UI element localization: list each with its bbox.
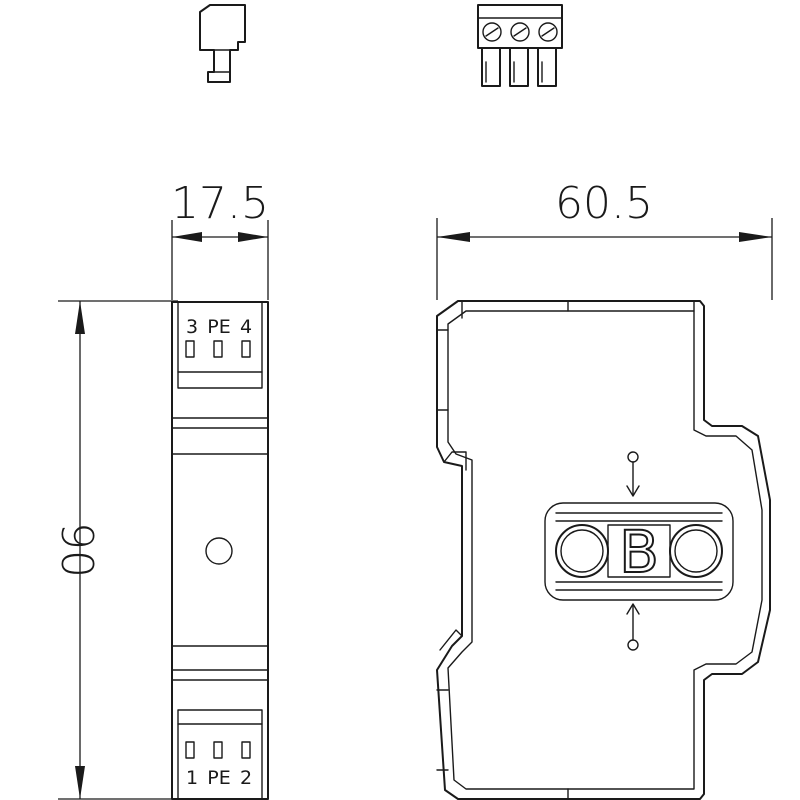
terminal-label-4: 4: [240, 316, 252, 338]
dimension-width-front: 60.5: [436, 178, 773, 300]
dimension-label-width-front: 60.5: [555, 178, 653, 229]
terminal-label-pe-bottom: PE: [207, 767, 230, 789]
terminal-label-3: 3: [186, 316, 198, 338]
plug-front-view: [477, 4, 563, 87]
obo-logo: B: [544, 502, 734, 601]
dimension-label-height: 90: [51, 522, 102, 578]
dimension-label-width-side: 17.5: [171, 178, 269, 229]
dimension-width-side: 17.5: [171, 178, 269, 300]
device-side-view: 3 PE 4 1 PE 2: [171, 301, 269, 800]
plug-side-view: [199, 4, 246, 83]
device-front-view: B: [436, 300, 771, 800]
terminal-label-pe-top: PE: [207, 316, 230, 338]
dimension-height: 90: [51, 300, 178, 800]
logo-letter-b: B: [619, 518, 659, 586]
terminal-label-2: 2: [240, 767, 252, 789]
terminal-label-1: 1: [186, 767, 198, 789]
